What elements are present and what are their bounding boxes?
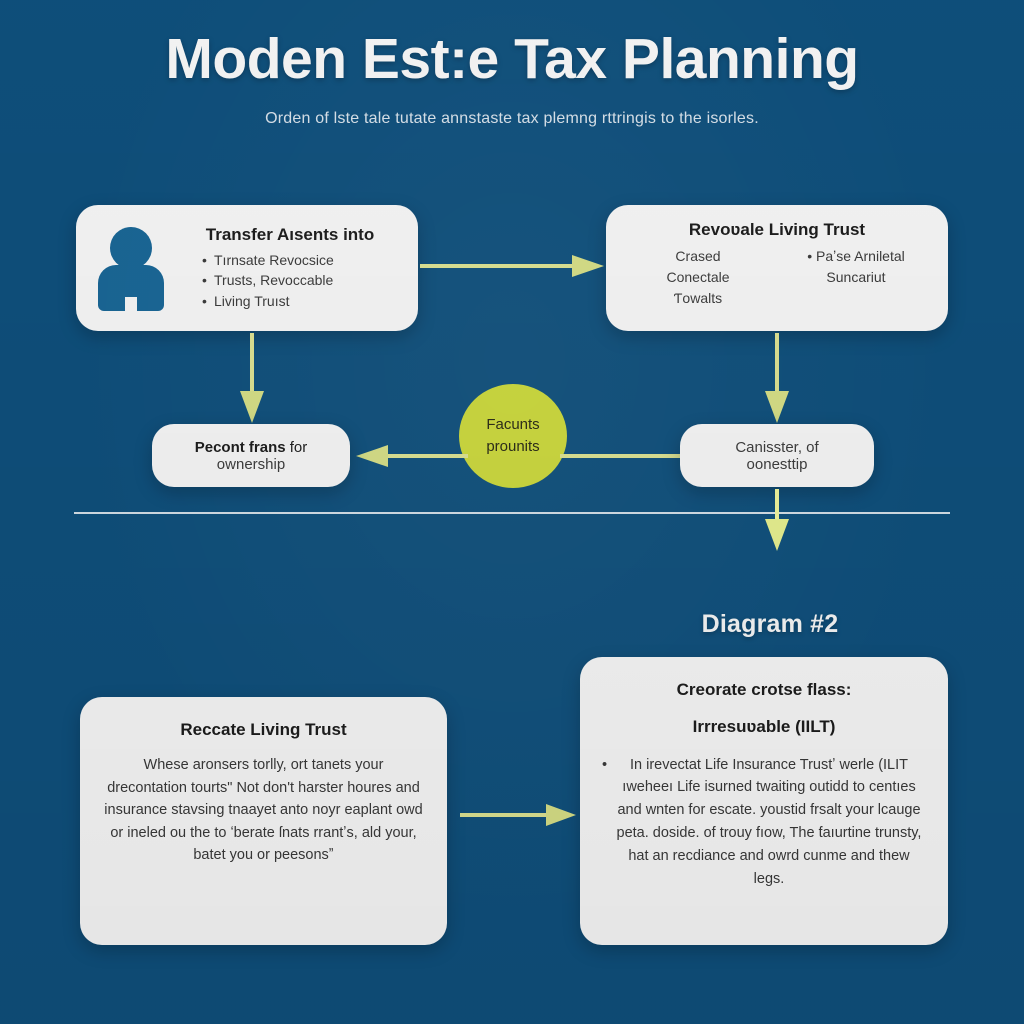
card-rlt-left-column: Crased Conectale Ƭowalts: [622, 246, 774, 309]
card-transfer-assets[interactable]: Transfer Aısents into Tırnsate Revocsice…: [76, 205, 418, 331]
card-canister-line-2: oonesttip: [746, 455, 808, 473]
arrow-left-card-to-ilit: [460, 803, 578, 827]
card-canister[interactable]: Canisster, of oonesttip: [680, 424, 874, 487]
rlt-right-line-2: Suncariut: [826, 269, 886, 286]
connector-canister-to-hub: [560, 444, 684, 468]
card-ilit[interactable]: Creorate crotse flass: Irrresuʋable (IIL…: [580, 657, 948, 945]
rlt-left-line-1: Crased: [675, 248, 721, 265]
person-icon: [94, 225, 168, 313]
card-transfer-assets-bullets: Tırnsate Revocsice Trusts, Revoccable Li…: [176, 250, 404, 312]
diagram2-heading: Diagram #2: [701, 610, 839, 638]
person-icon-leg-gap: [125, 297, 137, 313]
card-ownership-line-1-rest: for: [285, 438, 308, 456]
list-item: Tırnsate Revocsice: [202, 250, 404, 271]
card-ownership-line-2: ownership: [216, 455, 286, 473]
card-ilit-body: In irevectat Life Insurance Trustʼ werle…: [602, 754, 926, 891]
hub-line-1: Facunts: [486, 415, 540, 433]
arrow-transfer-to-ownership: [238, 333, 266, 425]
card-rlt-right-column: Paʼse Arniletal Suncariut: [780, 246, 932, 309]
list-item: Living Truıst: [202, 291, 404, 312]
arrow-rlt-to-canister: [763, 333, 791, 425]
card-revocable-living-trust-title: Revoʋale Living Trust: [688, 220, 866, 239]
rlt-left-line-3: Ƭowalts: [673, 290, 723, 307]
card-reccate-living-trust-title: Reccate Living Trust: [180, 720, 347, 739]
card-transfer-assets-title: Transfer Aısents into: [205, 225, 375, 245]
card-reccate-living-trust[interactable]: Reccate Living Trust Whese aronsers torl…: [80, 697, 447, 945]
card-canister-line-1: Canisster, of: [735, 438, 819, 456]
card-revocable-living-trust[interactable]: Revoʋale Living Trust Crased Conectale Ƭ…: [606, 205, 948, 331]
card-ilit-title: Creorate crotse flass:: [676, 680, 852, 699]
page-subtitle: Orden of lste tale tutate annstaste tax …: [265, 110, 759, 127]
rlt-right-line-1: Paʼse Arniletal: [780, 246, 932, 267]
rlt-left-line-2: Conectale: [666, 269, 730, 286]
arrow-transfer-to-rlt: [420, 254, 606, 278]
list-item: Trusts, Revoccable: [202, 270, 404, 291]
card-ownership[interactable]: Pecont frans for ownership: [152, 424, 350, 487]
page-title: Moden Est:e Tax Planning: [165, 27, 859, 91]
section-divider: [74, 512, 950, 514]
arrow-hub-to-ownership: [356, 444, 468, 468]
card-reccate-living-trust-body: Whese aronsers torlly, ort tanets your d…: [104, 757, 423, 864]
person-icon-head: [110, 227, 152, 269]
card-ilit-subtitle: Irrresuʋable (IILT): [692, 717, 836, 737]
hub-node[interactable]: Facunts prounits: [459, 384, 567, 488]
arrow-canister-to-diagram2: [763, 489, 791, 555]
card-ownership-line-1-strong: Pecont frans: [194, 438, 286, 456]
hub-line-2: prounits: [486, 438, 540, 455]
card-ownership-line-1: Pecont frans for: [195, 439, 308, 456]
